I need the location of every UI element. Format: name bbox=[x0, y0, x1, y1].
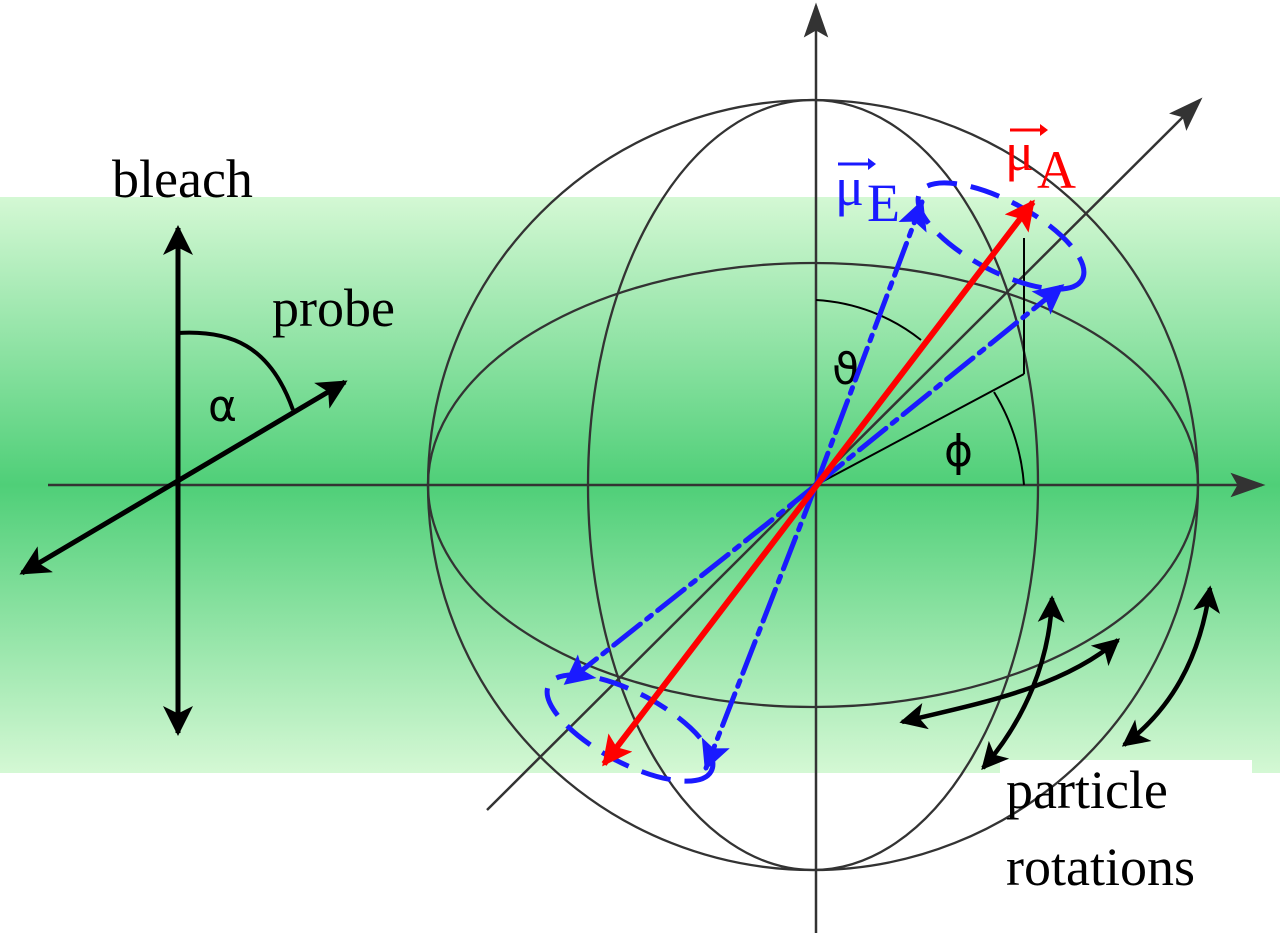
particle-label: particle bbox=[1006, 760, 1168, 820]
meridian-ellipse bbox=[586, 98, 1040, 872]
rotation-arrow-2 bbox=[899, 638, 1121, 730]
svg-text:μ: μ bbox=[1005, 122, 1034, 182]
rotations-label: rotations bbox=[1006, 837, 1195, 897]
right-arrow-accent-icon bbox=[838, 158, 876, 170]
phi-label: ϕ bbox=[944, 426, 973, 477]
svg-text:E: E bbox=[867, 173, 900, 233]
alpha-arc bbox=[177, 330, 295, 411]
bleach-label: bleach bbox=[112, 149, 253, 209]
absorption-dipole bbox=[601, 199, 1036, 767]
rotation-arrow-3 bbox=[1121, 585, 1221, 747]
mu-a-label: μ A bbox=[1005, 122, 1076, 200]
svg-text:μ: μ bbox=[835, 157, 864, 217]
alpha-label: α bbox=[208, 381, 237, 432]
right-arrow-accent-icon bbox=[1010, 124, 1048, 136]
probe-label: probe bbox=[272, 278, 395, 338]
svg-text:A: A bbox=[1037, 140, 1076, 200]
theta-label: ϑ bbox=[832, 344, 859, 395]
rotation-arrows bbox=[899, 585, 1221, 771]
polarization-cross bbox=[19, 225, 348, 736]
mu-e-label: μ E bbox=[835, 157, 900, 233]
probe-polarization bbox=[19, 379, 348, 576]
